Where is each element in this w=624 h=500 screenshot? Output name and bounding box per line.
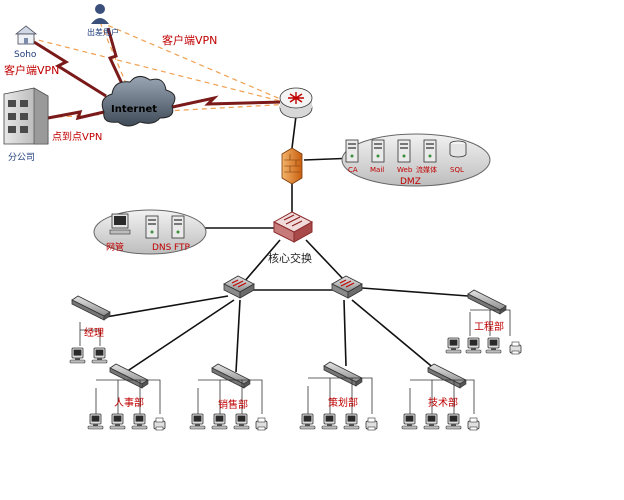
dept-tech-label: 技术部: [428, 396, 458, 409]
lan-links: [99, 115, 469, 373]
web-server-icon: [397, 139, 411, 163]
vpn-remote-user-to-cloud: [99, 21, 129, 89]
internet-label: Internet: [111, 104, 157, 115]
pc-icon: [69, 347, 86, 364]
soho-vpn-label: 客户端VPN: [4, 63, 59, 77]
mgmt-zone: 网管 DNS FTP: [93, 209, 207, 255]
dept-planning: 策划部: [299, 361, 378, 431]
dmz-zone: CA Mail Web 流媒体 SQL DMZ: [341, 133, 491, 187]
branch-label: 分公司: [8, 152, 35, 163]
dmz-server-label: Mail: [370, 166, 384, 174]
wan-soho-to-cloud: [33, 40, 107, 98]
ftp-label: FTP: [174, 243, 191, 253]
pc-icon: [189, 413, 206, 430]
pc-icon: [233, 413, 250, 430]
access-switch-icon: [427, 363, 467, 389]
pc-icon: [321, 413, 338, 430]
printer-icon: [365, 417, 378, 431]
soho-node: Soho: [14, 25, 38, 60]
soho-label: Soho: [14, 50, 37, 60]
dept-tech: 技术部: [401, 363, 480, 431]
mail-server-icon: [371, 139, 385, 163]
dmz-server-label: Web: [397, 166, 413, 174]
sql-database-icon: [449, 140, 467, 158]
dept-engineering: 工程部: [445, 289, 522, 355]
dept-manager-label: 经理: [84, 326, 104, 339]
wan-user-to-cloud: [106, 27, 126, 89]
printer-icon: [153, 417, 166, 431]
core-switch: 核心交换: [268, 211, 314, 265]
firewall: [281, 147, 303, 185]
pc-icon: [87, 413, 104, 430]
pc-icon: [401, 413, 418, 430]
pc-icon: [485, 337, 502, 354]
p2p-vpn-label: 点到点VPN: [52, 131, 102, 143]
dmz-server-label: 流媒体: [416, 165, 437, 174]
pc-icon: [465, 337, 482, 354]
media-server-icon: [423, 139, 437, 163]
wan-cloud-to-router: [167, 95, 283, 110]
pc-icon: [211, 413, 228, 430]
pc-icon: [445, 337, 462, 354]
client-vpn-label: 客户端VPN: [162, 33, 217, 47]
pc-icon: [299, 413, 316, 430]
access-switch-icon: [71, 295, 111, 321]
ftp-server-icon: [171, 215, 185, 239]
printer-icon: [509, 341, 522, 355]
vpn-soho-to-router: [29, 37, 293, 105]
dept-hr: 人事部: [87, 363, 166, 431]
wan-links: [33, 27, 283, 121]
router: [279, 87, 313, 119]
core-switch-icon: [272, 211, 314, 243]
core-switch-label: 核心交换: [268, 251, 312, 265]
dept-engineering-label: 工程部: [474, 320, 504, 333]
monitor-icon: [109, 213, 131, 235]
vpn-remote-user-to-router: [99, 21, 293, 105]
dept-hr-label: 人事部: [114, 396, 144, 409]
dist-switch-right-icon: [331, 275, 363, 299]
dept-sales: 销售部: [189, 363, 268, 431]
pc-icon: [445, 413, 462, 430]
ca-server-icon: [345, 139, 359, 163]
router-icon: [279, 87, 313, 119]
dmz-servers: CA Mail Web 流媒体 SQL: [345, 139, 467, 174]
dept-sales-label: 销售部: [218, 398, 248, 411]
firewall-icon: [281, 147, 303, 185]
branch-office-node: 分公司: [3, 87, 49, 163]
remote-user-label: 出差用户: [87, 27, 119, 37]
pc-icon: [131, 413, 148, 430]
printer-icon: [255, 417, 268, 431]
pc-icon: [91, 347, 108, 364]
dns-label: DNS: [152, 243, 172, 253]
internet-cloud: Internet: [101, 76, 176, 127]
house-icon: [14, 25, 38, 45]
pc-icon: [423, 413, 440, 430]
dmz-label: DMZ: [400, 177, 421, 187]
user-icon: [91, 4, 109, 24]
building-icon: [3, 87, 49, 145]
pc-icon: [109, 413, 126, 430]
access-switch-icon: [109, 363, 149, 389]
dmz-server-label: CA: [348, 166, 358, 174]
dept-planning-label: 策划部: [328, 396, 358, 409]
dist-switch-left-icon: [223, 275, 255, 299]
remote-user-node: 出差用户: [87, 4, 119, 37]
dmz-server-label: SQL: [450, 166, 464, 174]
wan-branch-to-cloud: [47, 110, 105, 121]
mgmt-label: 网管: [106, 241, 124, 253]
dept-manager: 经理: [69, 295, 111, 364]
access-switch-icon: [211, 363, 251, 389]
printer-icon: [467, 417, 480, 431]
dns-server-icon: [145, 215, 159, 239]
pc-icon: [343, 413, 360, 430]
